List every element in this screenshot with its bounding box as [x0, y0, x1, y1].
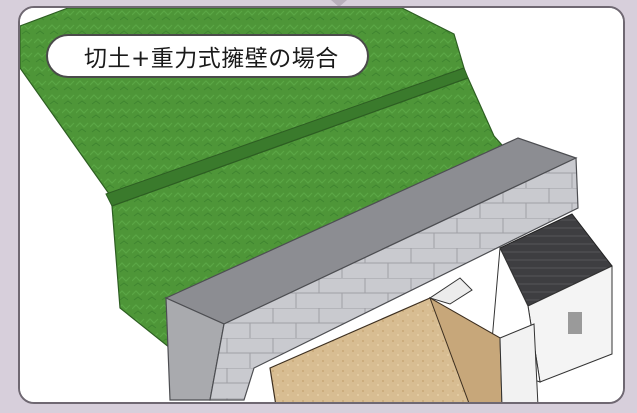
house-window	[568, 312, 582, 334]
house-roof-ridge	[429, 296, 503, 402]
house-gable-front	[428, 277, 473, 305]
illustration-frame: 切土+重力式擁壁の場合	[18, 6, 625, 404]
notch-indicator-icon	[331, 0, 347, 7]
wall-front-face	[209, 157, 579, 401]
house-front-wall	[499, 323, 539, 402]
caption-label: 切土+重力式擁壁の場合	[46, 34, 369, 78]
